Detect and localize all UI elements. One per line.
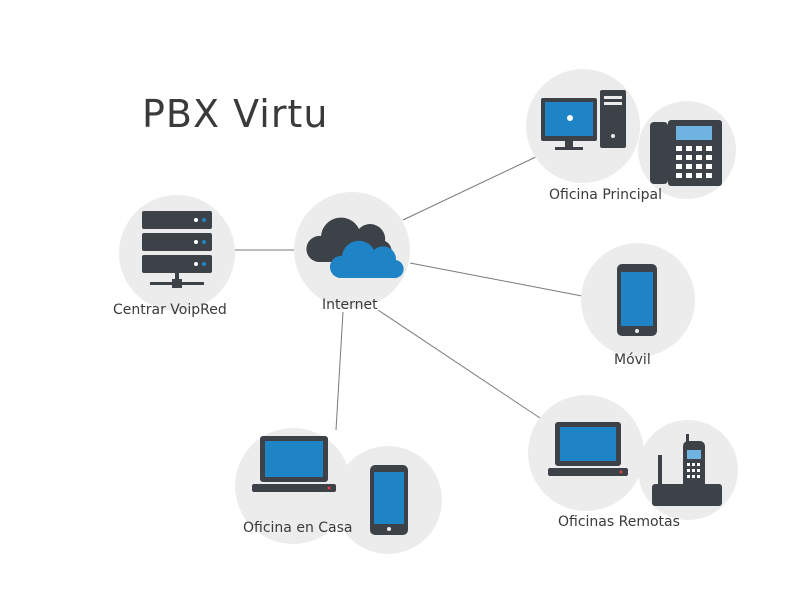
remote-offices-label: Oficinas Remotas <box>558 514 680 530</box>
diagram-title: PBX Virtu <box>142 92 329 136</box>
home-office-label: Oficina en Casa <box>243 520 353 536</box>
connection-lines <box>232 154 583 431</box>
home-office-node <box>235 428 442 554</box>
mobile-label: Móvil <box>614 352 651 368</box>
smartphone-icon <box>617 264 657 336</box>
server-label: Centrar VoipRed <box>113 302 227 318</box>
mobile-node <box>581 243 695 357</box>
laptop-icon <box>548 422 628 476</box>
desk-phone-icon <box>650 120 722 186</box>
link-internet-mobile <box>409 262 583 297</box>
main-office-label: Oficina Principal <box>549 187 662 203</box>
link-internet-home <box>335 311 344 431</box>
server-rack-icon <box>142 211 212 288</box>
smartphone-icon <box>370 465 408 535</box>
remote-offices-node <box>528 395 738 520</box>
internet-node <box>294 192 410 308</box>
link-internet-remote <box>377 309 541 419</box>
cordless-phone-icon <box>652 434 722 506</box>
internet-label: Internet <box>322 297 378 313</box>
server-node <box>119 195 235 311</box>
main-office-node <box>526 69 736 199</box>
cloud-icon <box>306 217 404 279</box>
link-internet-main-office <box>402 154 541 221</box>
desktop-computer-icon <box>541 90 626 150</box>
laptop-icon <box>252 436 336 492</box>
